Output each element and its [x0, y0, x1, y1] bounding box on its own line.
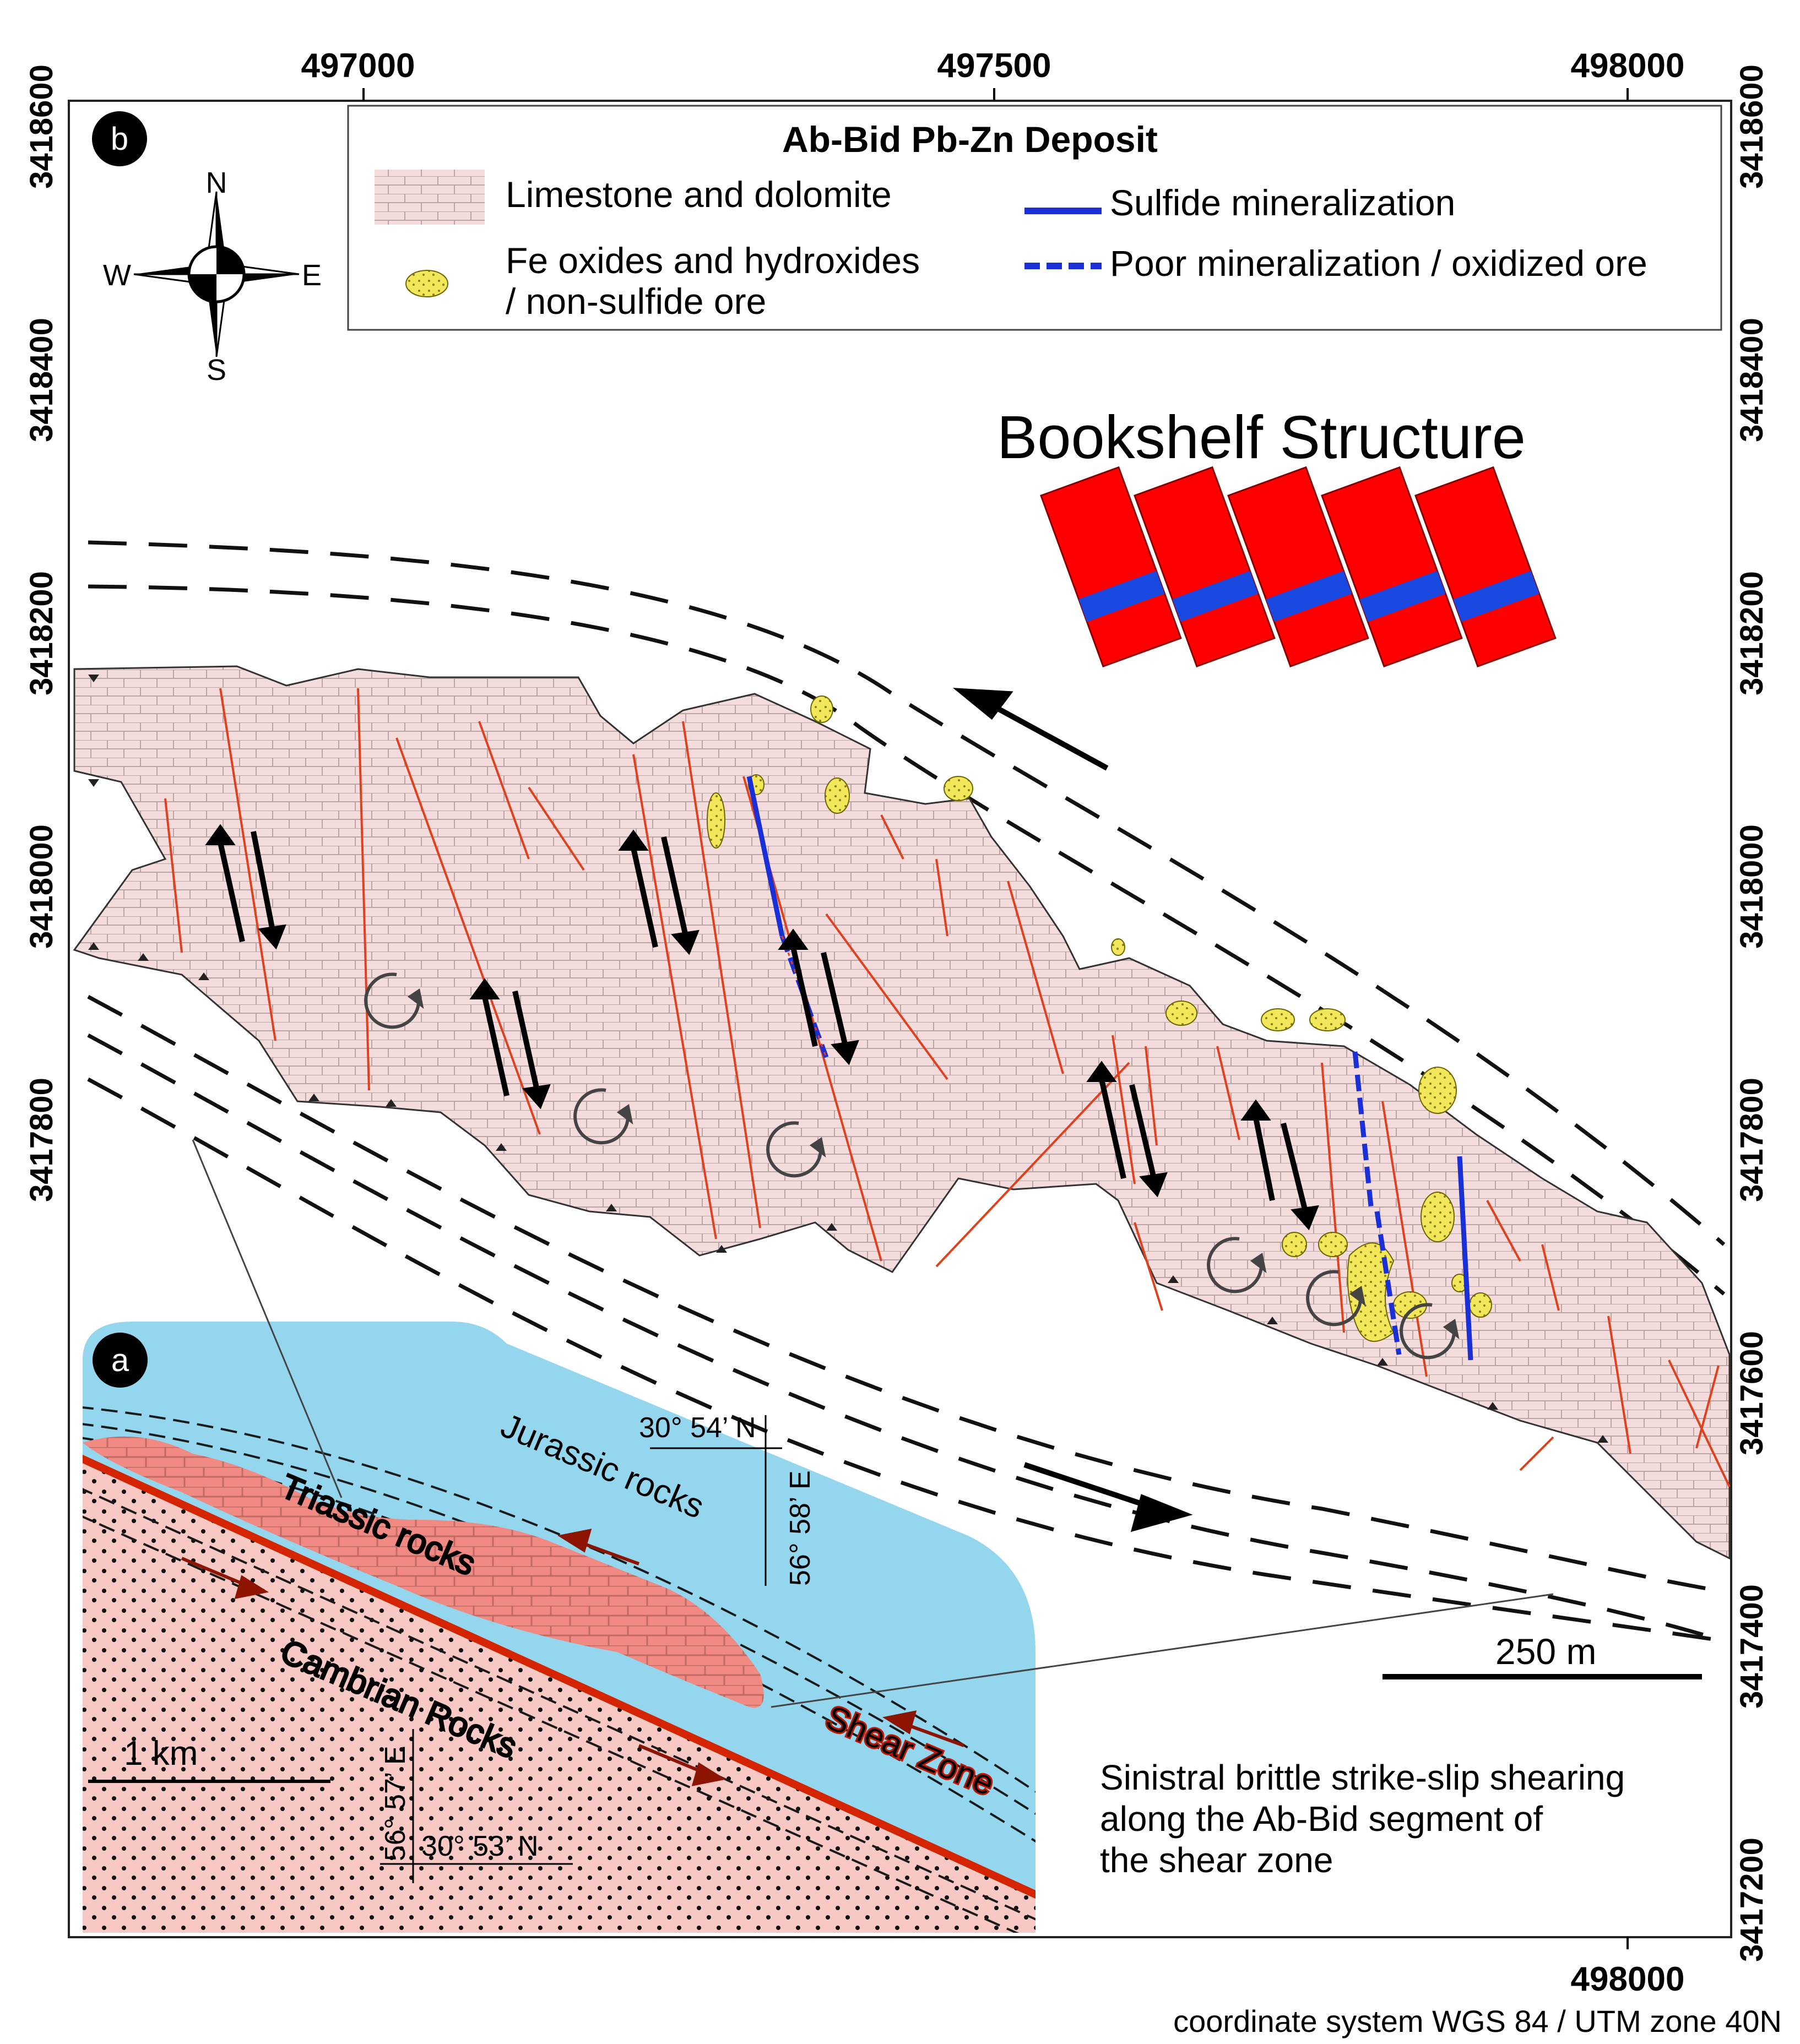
leader-lines — [192, 1139, 1554, 1708]
legend-limestone-label: Limestone and dolomite — [506, 174, 892, 215]
compass-e: E — [302, 259, 322, 292]
y-tick-left-1: 3418600 — [24, 64, 59, 189]
x-tick-1: 497000 — [301, 47, 415, 85]
bookshelf-structure — [1040, 466, 1557, 668]
limestone-body — [73, 665, 1731, 1560]
y-tick-left-5: 3417800 — [24, 1078, 59, 1202]
shear-zone-line — [83, 1453, 1035, 1901]
x-axis-top: 497000 497500 498000 — [301, 47, 1685, 101]
shear-sense-arrows — [952, 688, 1193, 1532]
triassic-lens — [83, 1436, 764, 1708]
legend-fe-swatch — [405, 270, 448, 297]
legend-poor-label: Poor mineralization / oxidized ore — [1110, 243, 1647, 284]
coordinate-system-note: coordinate system WGS 84 / UTM zone 40N — [1173, 2004, 1782, 2038]
x-tick-2: 497500 — [937, 47, 1051, 85]
cambrian-band — [83, 1454, 1035, 1933]
badge-a-label: a — [111, 1342, 129, 1378]
y-axis-left: 3418600 3418400 3418200 3418000 3417800 — [24, 64, 59, 1202]
legend-fe-label-1: Fe oxides and hydroxides — [506, 240, 920, 281]
y-tick-left-3: 3418200 — [24, 571, 59, 695]
inset-scale-label: 1 km — [124, 1735, 198, 1773]
badge-b-label: b — [111, 121, 128, 157]
caption-line-1: Sinistral brittle strike-slip shearing — [1100, 1758, 1625, 1797]
badge-b — [92, 111, 147, 166]
x-tick-bottom: 498000 — [1571, 1960, 1685, 1998]
y-tick-right-1: 3418600 — [1734, 64, 1770, 189]
legend-fe-label-2: / non-sulfide ore — [506, 281, 766, 322]
y-tick-right-5: 3417800 — [1734, 1078, 1770, 1202]
x-axis-bottom: 498000 — [1571, 1937, 1685, 1998]
y-tick-right-2: 3418400 — [1734, 318, 1770, 442]
caption-line-2: along the Ab-Bid segment of — [1100, 1799, 1543, 1839]
bookshelf-title: Bookshelf Structure — [997, 404, 1526, 471]
y-tick-right-3: 3418200 — [1734, 571, 1770, 695]
legend-title: Ab-Bid Pb-Zn Deposit — [782, 119, 1158, 160]
y-tick-right-4: 3418000 — [1734, 824, 1770, 949]
rotation-symbols — [364, 972, 1460, 1360]
badge-a — [93, 1333, 148, 1388]
legend-box: Ab-Bid Pb-Zn Deposit Limestone and dolom… — [347, 105, 1722, 331]
compass-s: S — [207, 354, 226, 387]
fe-oxide-patches — [707, 695, 1492, 1342]
compass-rose-icon — [133, 191, 300, 357]
scale-label-250m: 250 m — [1495, 1631, 1596, 1672]
inset-lon-top: 56° 58’ E — [784, 1470, 816, 1586]
compass-n: N — [206, 166, 227, 199]
legend-sulfide-label: Sulfide mineralization — [1110, 182, 1455, 223]
y-tick-left-2: 3418400 — [24, 318, 59, 442]
faults — [164, 688, 1731, 1487]
y-axis-right: 3418600 3418400 3418200 3418000 3417800 … — [1734, 64, 1770, 1962]
x-tick-3: 498000 — [1571, 47, 1685, 85]
inset-lon-bottom: 56° 57’ E — [379, 1746, 411, 1861]
y-tick-right-8: 3417200 — [1734, 1838, 1770, 1962]
y-tick-right-6: 3417600 — [1734, 1331, 1770, 1455]
caption-line-3: the shear zone — [1100, 1840, 1333, 1880]
y-tick-left-4: 3418000 — [24, 824, 59, 949]
inset-lat-top: 30° 54’ N — [639, 1412, 756, 1444]
inset-lat-bottom: 30° 53’ N — [421, 1830, 539, 1862]
y-tick-right-7: 3417400 — [1734, 1584, 1770, 1709]
compass-w: W — [103, 259, 131, 292]
legend-limestone-swatch — [375, 170, 485, 225]
sinistral-shear-arrows — [205, 824, 1319, 1231]
sulfide-mineralization-lines — [746, 776, 1473, 1361]
